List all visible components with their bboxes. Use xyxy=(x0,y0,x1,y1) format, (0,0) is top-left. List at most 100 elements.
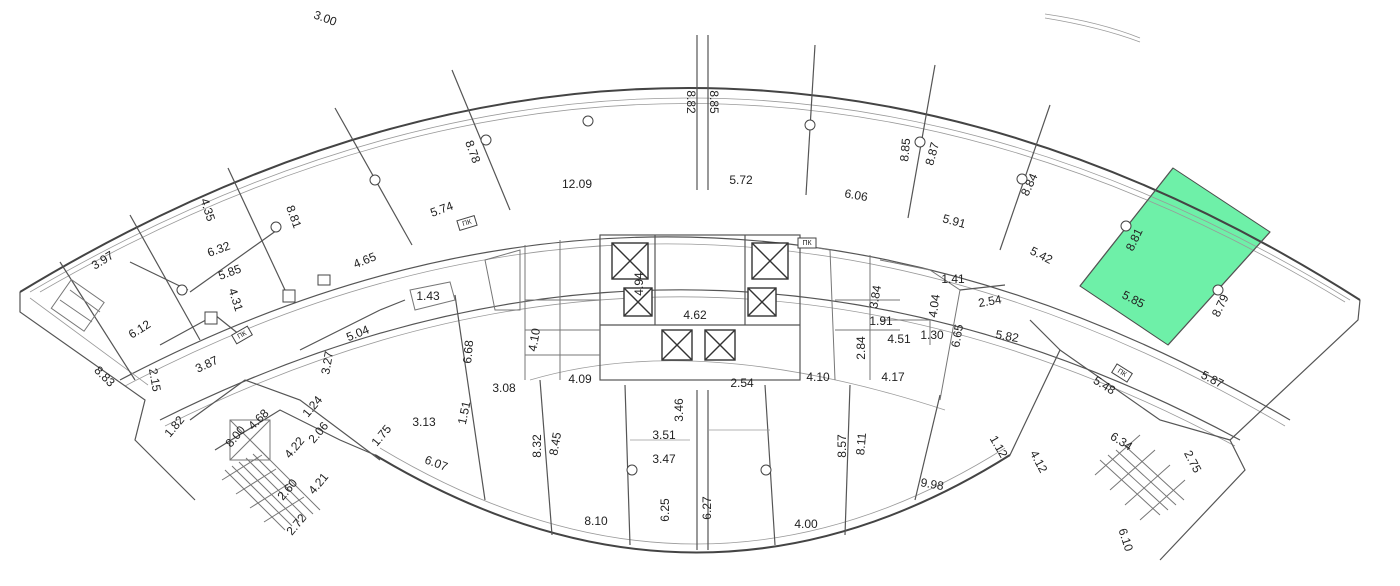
dimension-label: 1.43 xyxy=(416,289,440,303)
dimension-label: 2.15 xyxy=(146,367,164,393)
dimension-label: 1.75 xyxy=(368,422,394,449)
inner-courtyard-wall xyxy=(374,454,1011,554)
svg-text:ПК: ПК xyxy=(236,330,248,341)
dimension-label: 6.06 xyxy=(843,186,869,204)
highlighted-apartment[interactable] xyxy=(1079,167,1271,346)
pk-box-2: ПК xyxy=(797,237,817,249)
elevator-3 xyxy=(623,287,653,317)
dimension-label: 2.75 xyxy=(1181,448,1204,475)
dimension-label: 8.85 xyxy=(707,90,721,114)
dimension-label: 3.51 xyxy=(652,428,676,442)
dimension-label: 5.74 xyxy=(428,199,455,220)
dimension-label: 3.08 xyxy=(492,381,516,395)
elevator-5 xyxy=(661,329,693,361)
dimension-label: 3.87 xyxy=(193,353,220,376)
dimension-label: 1.41 xyxy=(941,272,965,286)
elevator-cars xyxy=(611,242,789,361)
left-end-wall xyxy=(19,292,196,501)
dimension-label: 4.65 xyxy=(351,249,378,271)
dimension-label: 5.42 xyxy=(1028,244,1055,267)
outer-facade-wall xyxy=(19,87,1361,301)
dimension-label: 4.22 xyxy=(281,434,307,461)
dimension-label: 4.35 xyxy=(198,196,219,223)
dimension-label: 6.12 xyxy=(126,317,154,341)
dimension-label: 12.09 xyxy=(562,177,592,191)
dimension-label: 5.85 xyxy=(216,262,243,283)
dimension-label: 9.98 xyxy=(919,475,945,493)
pk-box-1: ПК xyxy=(456,214,478,232)
dimension-label: 5.48 xyxy=(1091,373,1119,397)
right-end-wall xyxy=(1159,299,1361,561)
dimension-label: 8.57 xyxy=(835,434,849,458)
shaft-box-2 xyxy=(282,289,296,303)
dimension-label: 4.10 xyxy=(806,370,830,384)
outer-facade-inner-line xyxy=(29,97,1351,301)
roof-edge-line-2 xyxy=(1044,17,1141,43)
elevator-1 xyxy=(611,242,649,280)
dimension-label: 4.12 xyxy=(1027,448,1050,475)
pk-box-4: ПК xyxy=(1111,363,1133,383)
dimension-label: 2.54 xyxy=(730,376,754,390)
dimension-label: 8.78 xyxy=(462,138,483,165)
dimension-label: 5.91 xyxy=(941,211,967,231)
corridor-outer-wall-inner xyxy=(124,243,1286,427)
svg-text:ПК: ПК xyxy=(462,218,474,228)
dimension-label: 6.34 xyxy=(1108,429,1136,453)
dimension-label: 6.27 xyxy=(700,496,714,520)
left-stair-treads xyxy=(221,449,321,531)
corridor-inner-wall xyxy=(159,289,1241,441)
dimension-label: 3.27 xyxy=(318,350,336,376)
dimension-label: 4.17 xyxy=(881,370,905,384)
pk-hydrant-boxes: ПК ПК ПК ПК xyxy=(204,214,1133,383)
dimension-label: 4.31 xyxy=(226,286,247,313)
right-stair-block xyxy=(1009,349,1231,521)
dimension-label: 6.07 xyxy=(423,453,450,474)
dimension-label: 8.32 xyxy=(530,434,544,458)
dimension-label: 2.72 xyxy=(283,511,309,538)
dimension-label: 4.94 xyxy=(632,272,646,296)
outer-facade-glass-line xyxy=(39,103,1346,303)
inner-courtyard-wall-line xyxy=(379,447,1006,545)
elevator-core xyxy=(599,234,801,381)
dimension-label: 4.62 xyxy=(683,308,707,322)
dimension-label: 8.87 xyxy=(922,140,942,166)
core-side-rooms xyxy=(409,240,961,401)
elevator-6 xyxy=(704,329,736,361)
roof-edge-line xyxy=(1044,13,1141,39)
svg-text:ПК: ПК xyxy=(1116,368,1128,379)
dimension-label: 8.10 xyxy=(584,514,608,528)
dimension-label: 3.97 xyxy=(89,248,117,272)
dimension-label: 6.65 xyxy=(948,323,966,349)
inner-apartment-partitions xyxy=(299,284,1061,550)
dimension-label: 8.45 xyxy=(546,431,564,457)
dimension-label: 4.21 xyxy=(305,470,331,497)
svg-text:3.00: 3.00 xyxy=(312,8,339,29)
dimension-label: 2.06 xyxy=(305,419,331,446)
dimension-label: 8.81 xyxy=(283,203,304,230)
pk-box-3: ПК xyxy=(231,325,253,345)
dimension-label: 5.72 xyxy=(729,173,753,187)
dimension-label: 1.30 xyxy=(920,328,944,342)
dimension-label: 3.47 xyxy=(652,452,676,466)
dimension-label: 4.04 xyxy=(926,293,943,318)
dimension-label: 3.84 xyxy=(866,284,884,310)
inner-dash-lines xyxy=(630,429,770,441)
dimension-label: 4.51 xyxy=(887,332,911,346)
dimension-label: 6.25 xyxy=(658,498,672,522)
dimension-label: 8.85 xyxy=(897,137,913,162)
dimension-label: 4.10 xyxy=(525,327,543,353)
column-nodes xyxy=(176,115,1224,476)
svg-text:ПК: ПК xyxy=(802,240,812,247)
dimension-label: 3.13 xyxy=(412,415,436,429)
elevator-2 xyxy=(751,242,789,280)
dimension-label: 6.68 xyxy=(460,339,476,364)
dimension-label: 2.54 xyxy=(977,292,1003,310)
shaft-box-3 xyxy=(204,311,218,325)
dimension-label: 8.83 xyxy=(91,363,118,390)
dimension-label: 8.82 xyxy=(684,90,698,114)
dimension-label: 8.11 xyxy=(853,432,869,456)
corridor-inner-wall-inner xyxy=(164,296,1236,447)
